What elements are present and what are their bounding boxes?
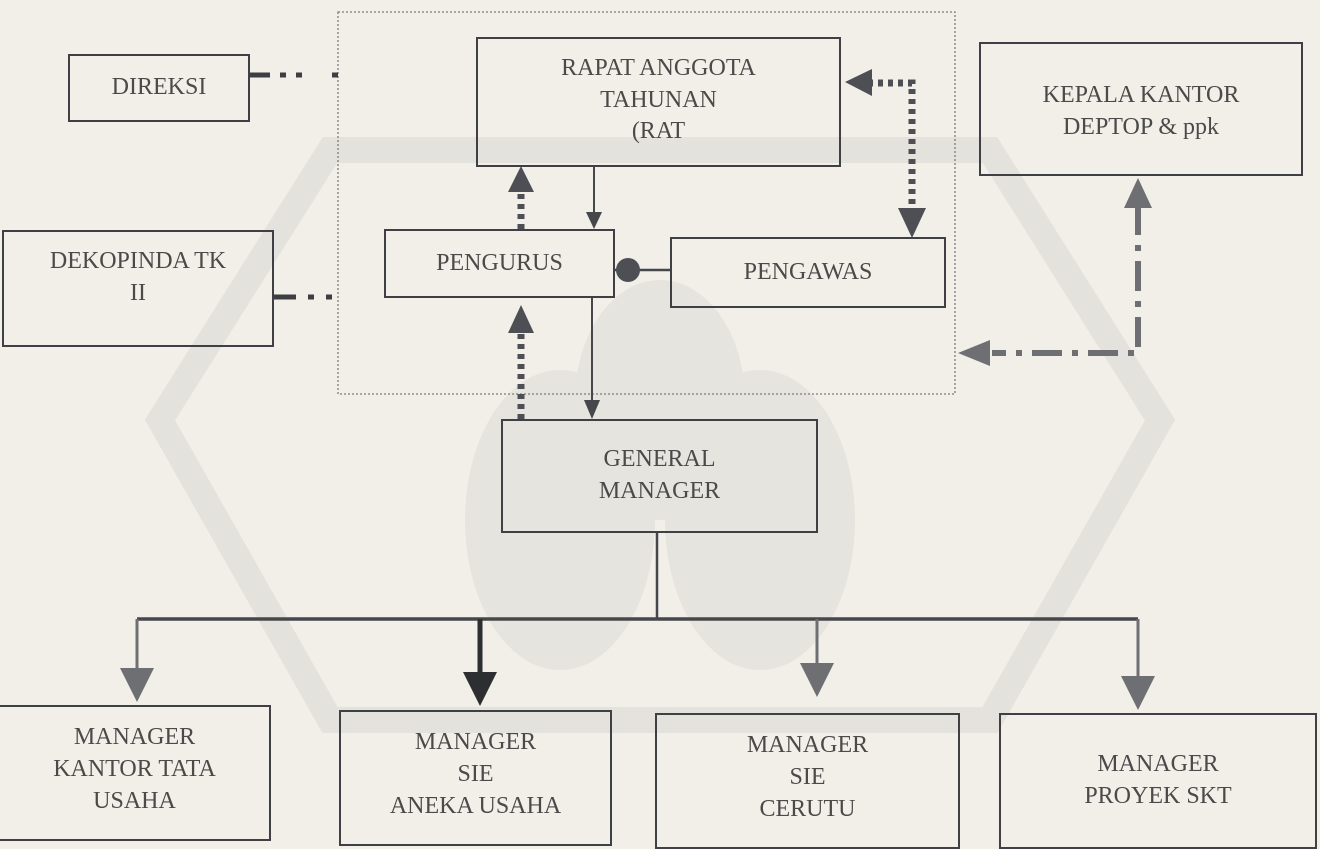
- general-manager-box: GENERAL MANAGER: [501, 419, 818, 533]
- kepala-kantor-box: KEPALA KANTOR DEPTOP & ppk: [979, 42, 1303, 176]
- manager-aneka-usaha-label: MANAGER SIE ANEKA USAHA: [389, 729, 562, 819]
- general-manager-label: GENERAL MANAGER: [598, 446, 721, 504]
- rat-box: RAPAT ANGGOTA TAHUNAN (RAT: [476, 37, 841, 167]
- manager-skt-label: MANAGER PROYEK SKT: [1084, 751, 1232, 809]
- arrow-aneka-usaha: [463, 672, 497, 706]
- kepala-arrow-up: [1124, 178, 1152, 208]
- watermark-shield: [144, 137, 1176, 733]
- pengurus-pengawas-dot: [616, 258, 640, 282]
- direksi-label: DIREKSI: [111, 74, 207, 101]
- direksi-box: DIREKSI: [68, 54, 250, 122]
- arrow-cerutu: [800, 663, 834, 697]
- pengurus-to-gm-arrow: [584, 400, 600, 419]
- rat-pengawas-arrow-bottom: [898, 208, 926, 238]
- kepala-connector: [992, 205, 1141, 356]
- rat-pengawas-arrow-top: [845, 69, 872, 96]
- rat-group-frame: [337, 11, 956, 395]
- dekopinda-box: DEKOPINDA TK II: [2, 230, 274, 347]
- manager-aneka-usaha-box: MANAGER SIE ANEKA USAHA: [339, 710, 612, 846]
- manager-skt-box: MANAGER PROYEK SKT: [999, 713, 1317, 849]
- pengurus-to-rat-arrow: [508, 166, 534, 192]
- rat-to-pengurus-arrow: [586, 212, 602, 229]
- pengurus-label: PENGURUS: [436, 249, 563, 276]
- manager-tata-usaha-label: MANAGER KANTOR TATA USAHA: [53, 724, 216, 814]
- pengurus-box: PENGURUS: [384, 229, 615, 298]
- manager-cerutu-label: MANAGER SIE CERUTU: [746, 732, 869, 822]
- pengawas-box: PENGAWAS: [670, 237, 946, 308]
- watermark-leaf: [575, 280, 745, 520]
- kepala-kantor-label: KEPALA KANTOR DEPTOP & ppk: [1042, 82, 1240, 140]
- rat-pengawas-dotted: [868, 79, 916, 212]
- kepala-arrow-left: [958, 340, 990, 366]
- rat-label: RAPAT ANGGOTA TAHUNAN (RAT: [561, 55, 756, 145]
- manager-tata-usaha-box: MANAGER KANTOR TATA USAHA: [0, 705, 271, 841]
- dekopinda-label: DEKOPINDA TK II: [49, 248, 227, 306]
- manager-cerutu-box: MANAGER SIE CERUTU: [655, 713, 960, 849]
- pengawas-label: PENGAWAS: [743, 258, 873, 285]
- arrow-tata-usaha: [120, 668, 154, 702]
- gm-to-pengurus-arrow: [508, 305, 534, 333]
- arrow-skt: [1121, 676, 1155, 710]
